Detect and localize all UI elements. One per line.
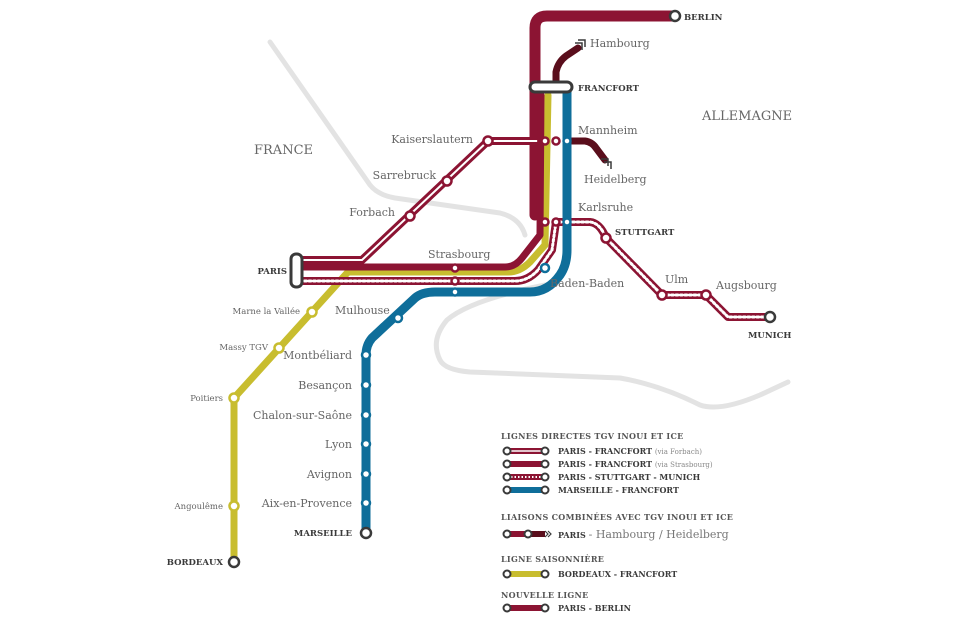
station-label-hambourg: Hambourg: [590, 37, 650, 50]
legend-item-paris-berlin: PARIS - BERLIN: [558, 603, 631, 613]
station-marker-kaiserslautern[interactable]: [482, 135, 494, 147]
station-marker-marne[interactable]: [306, 306, 318, 318]
legend-swatch-munich: [502, 472, 550, 482]
station-marker-strasbourg-a[interactable]: [450, 263, 460, 273]
station-label-forbach: Forbach: [349, 206, 395, 219]
legend-heading-combined: LIAISONS COMBINÉES AVEC TGV INOUI ET ICE: [501, 512, 733, 522]
station-marker-mannheim-b[interactable]: [551, 136, 561, 146]
station-marker-munich[interactable]: [763, 310, 777, 324]
legend-item-paris-hambourg-heidelberg: PARIS - Hambourg / Heidelberg: [558, 528, 729, 541]
station-label-heidelberg: Heidelberg: [584, 173, 647, 186]
station-label-marseille: MARSEILLE: [294, 529, 353, 539]
station-label-marne: Marne la Vallée: [233, 306, 300, 317]
station-marker-ulm[interactable]: [656, 289, 668, 301]
line-marseille-francfort: [361, 83, 572, 538]
station-marker-berlin[interactable]: [668, 9, 682, 23]
station-marker-sarrebruck[interactable]: [441, 175, 453, 187]
legend-heading-seasonal: LIGNE SAISONNIÈRE: [501, 554, 604, 564]
legend-heading-new: NOUVELLE LIGNE: [501, 590, 589, 600]
legend-item-paris-stuttgart-munich: PARIS - STUTTGART - MUNICH: [558, 472, 701, 482]
station-label-ulm: Ulm: [665, 273, 689, 286]
station-marker-francfort[interactable]: [528, 80, 574, 94]
station-marker-poitiers[interactable]: [228, 392, 240, 404]
station-label-kaiserslautern: Kaiserslautern: [391, 133, 473, 146]
station-marker-strasbourg-b[interactable]: [450, 276, 460, 286]
country-borders: [267, 39, 791, 410]
station-label-francfort: FRANCFORT: [578, 84, 640, 94]
station-label-massy: Massy TGV: [219, 343, 268, 353]
station-marker-chalon[interactable]: [360, 409, 372, 421]
station-marker-massy[interactable]: [273, 342, 285, 354]
station-marker-mulhouse[interactable]: [392, 312, 404, 324]
station-label-avignon: Avignon: [306, 468, 352, 481]
station-label-angouleme: Angoulême: [174, 501, 224, 512]
station-markers: [227, 9, 777, 569]
legend-item-bordeaux-francfort: BORDEAUX - FRANCFORT: [558, 569, 677, 579]
station-marker-karlsruhe-a[interactable]: [540, 217, 550, 227]
station-label-besancon: Besançon: [298, 379, 352, 392]
station-marker-mannheim-a[interactable]: [540, 136, 550, 146]
legend-item-paris-francfort-forbach: PARIS - FRANCFORT (via Forbach): [558, 446, 702, 456]
station-marker-aix[interactable]: [360, 497, 372, 509]
legend-item-paris-francfort-strasbourg: PARIS - FRANCFORT (via Strasbourg): [558, 459, 713, 469]
legend-heading-direct: LIGNES DIRECTES TGV INOUI ET ICE: [501, 431, 684, 441]
station-marker-karlsruhe-c[interactable]: [562, 217, 572, 227]
country-label-france: FRANCE: [254, 143, 313, 158]
country-label-germany: ALLEMAGNE: [701, 109, 792, 124]
station-label-stuttgart: STUTTGART: [615, 228, 675, 238]
station-label-baden-baden: Baden-Baden: [550, 277, 624, 290]
line-bordeaux-francfort: [230, 91, 552, 566]
station-marker-angouleme[interactable]: [228, 500, 240, 512]
legend-swatch-marseille: [502, 485, 550, 495]
station-label-karlsruhe: Karlsruhe: [578, 201, 633, 214]
station-label-aix: Aix-en-Provence: [261, 497, 352, 510]
station-marker-lyon[interactable]: [360, 438, 372, 450]
line-paris-francfort-strasbourg: [296, 91, 545, 271]
station-label-paris: PARIS: [257, 267, 287, 277]
station-marker-strasbourg-c[interactable]: [450, 287, 460, 297]
station-label-strasbourg: Strasbourg: [428, 248, 490, 261]
station-label-munich: MUNICH: [748, 331, 791, 341]
station-marker-bordeaux[interactable]: [227, 555, 241, 569]
station-label-berlin: BERLIN: [684, 13, 723, 23]
station-marker-mannheim-c[interactable]: [562, 136, 572, 146]
line-combined-branches: [552, 44, 609, 164]
legend-swatch-forbach: [502, 446, 550, 456]
station-marker-paris[interactable]: [289, 252, 304, 289]
station-label-poitiers: Poitiers: [190, 394, 223, 404]
legend-swatch-new: [502, 603, 550, 613]
legend-swatch-strasbourg: [502, 459, 550, 469]
station-marker-marseille[interactable]: [359, 526, 373, 540]
station-marker-besancon[interactable]: [360, 379, 372, 391]
station-marker-montbeliard[interactable]: [360, 349, 372, 361]
station-label-mannheim: Mannheim: [578, 124, 638, 137]
station-marker-augsbourg[interactable]: [700, 289, 712, 301]
station-label-sarrebruck: Sarrebruck: [373, 169, 437, 182]
legend-item-marseille-francfort: MARSEILLE - FRANCFORT: [558, 485, 679, 495]
station-label-chalon: Chalon-sur-Saône: [253, 409, 352, 422]
legend-swatch-seasonal: [502, 569, 550, 579]
station-label-mulhouse: Mulhouse: [335, 304, 390, 317]
station-label-lyon: Lyon: [325, 438, 352, 451]
station-marker-stuttgart[interactable]: [600, 232, 612, 244]
station-label-bordeaux: BORDEAUX: [167, 558, 224, 568]
arrow-icon-heidelberg: [601, 158, 612, 169]
line-paris-francfort-forbach: [296, 137, 549, 264]
legend: LIGNES DIRECTES TGV INOUI ET ICE PARIS -…: [501, 431, 733, 613]
station-marker-karlsruhe-b[interactable]: [551, 217, 561, 227]
station-marker-avignon[interactable]: [360, 468, 372, 480]
station-marker-baden-baden[interactable]: [539, 262, 551, 274]
station-label-montbeliard: Montbéliard: [283, 349, 352, 362]
station-label-augsbourg: Augsbourg: [715, 279, 777, 292]
legend-swatch-combined: [502, 529, 552, 539]
line-paris-berlin: [529, 10, 681, 221]
arrow-icon-hambourg: [575, 39, 586, 50]
station-marker-forbach[interactable]: [404, 210, 416, 222]
